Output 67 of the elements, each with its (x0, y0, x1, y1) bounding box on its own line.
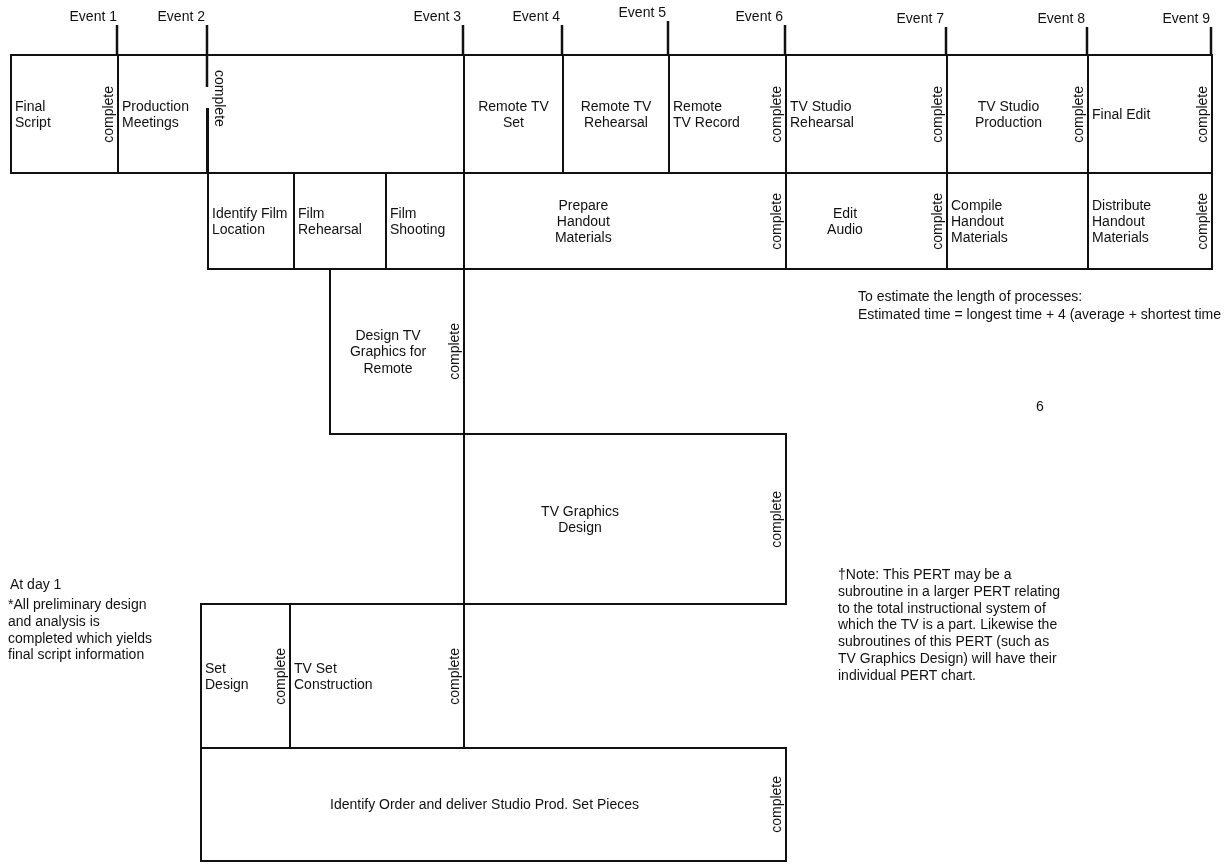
task-label: TV Set Construction (293, 659, 374, 693)
event-label: Event 1 (69, 8, 117, 25)
task-label: Film Shooting (389, 204, 447, 238)
task-box (200, 747, 787, 862)
task-box (329, 268, 465, 435)
event-marker (461, 25, 465, 55)
event-marker (783, 25, 787, 55)
status-label: complete (271, 647, 289, 705)
task-label: TV Graphics Design (540, 502, 620, 536)
status-label: complete (767, 192, 785, 250)
event-marker (666, 21, 670, 55)
task-box (1087, 54, 1213, 174)
task-label: Identify Order and deliver Studio Prod. Set Pieces (329, 796, 640, 813)
status-label: complete (99, 85, 117, 143)
task-label: Final Script (14, 97, 52, 131)
note-text: †Note: This PERT may be a subroutine in a larger PERT relating to the total instructional system of which the TV is a part. Likewise the subroutines of this PERT (such as TV Graphics Design) will have their individual PERT chart. (838, 566, 1062, 684)
event-label: Event 9 (1162, 10, 1210, 27)
event-marker (944, 27, 948, 55)
event-label: Event 6 (735, 8, 783, 25)
note-text: To estimate the length of processes: (858, 288, 1084, 305)
event-marker (1209, 27, 1213, 55)
task-label: Edit Audio (826, 204, 864, 238)
status-label: complete (445, 647, 463, 705)
task-label: Remote TV Record (672, 97, 741, 131)
event-marker (1085, 27, 1089, 55)
status-label: complete (767, 490, 785, 548)
task-label: Set Design (204, 659, 250, 693)
task-label: Film Rehearsal (297, 204, 363, 238)
task-label: Distribute Handout Materials (1091, 196, 1153, 246)
event-label: Event 4 (512, 8, 560, 25)
task-label: Production Meetings (121, 97, 190, 131)
event-label: Event 7 (896, 10, 944, 27)
footnote: *All preliminary design and analysis is completed which yields final script information (8, 596, 153, 664)
status-label: complete (445, 323, 463, 380)
status-label: complete (928, 85, 946, 143)
event-marker (560, 25, 564, 55)
task-label: Prepare Handout Materials (553, 196, 613, 246)
task-label: Design TV Graphics for Remote (348, 327, 428, 376)
task-label: Identify Film Location (211, 204, 289, 238)
page-number: 6 (1035, 398, 1045, 415)
task-label: Remote TV Set (477, 97, 550, 131)
status-label: complete (1069, 85, 1087, 143)
task-box (200, 603, 291, 749)
task-label: TV Studio Production (974, 97, 1043, 131)
note-text: Estimated time = longest time + 4 (average + shortest time (858, 306, 1222, 323)
task-box (463, 433, 787, 605)
note-text: At day 1 (10, 576, 63, 593)
status-label: complete (928, 192, 946, 250)
task-label: Compile Handout Materials (950, 196, 1009, 246)
status-label: complete (1193, 192, 1211, 250)
status-label: complete (1193, 85, 1211, 143)
event-label: Event 8 (1037, 10, 1085, 27)
status-label: complete (767, 776, 785, 833)
task-box (1087, 172, 1213, 270)
status-label: complete (767, 85, 785, 143)
event-label: Event 3 (413, 8, 461, 25)
event-label: Event 5 (618, 4, 666, 21)
event-marker (115, 25, 119, 55)
task-box (289, 603, 465, 749)
task-label: Remote TV Rehearsal (579, 97, 653, 131)
event-marker (205, 25, 209, 87)
status-label: complete (211, 70, 229, 127)
task-label: TV Studio Rehearsal (789, 97, 855, 131)
task-box (10, 54, 119, 174)
task-box (207, 172, 295, 270)
event-label: Event 2 (157, 8, 205, 25)
task-label: Final Edit (1091, 105, 1152, 123)
